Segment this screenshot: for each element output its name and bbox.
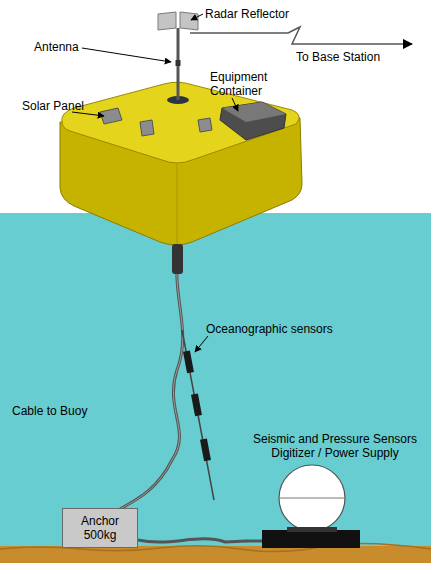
sea-water (0, 213, 431, 549)
mooring-shackle (172, 244, 183, 274)
dome-ring (287, 527, 337, 532)
cable-end (246, 540, 264, 543)
anchor-block: Anchor 500kg (62, 508, 138, 548)
part-label: Radar Reflector (205, 7, 315, 21)
seafloor-sensor-package: Seismic and Pressure Sensors Digitizer /… (247, 432, 423, 550)
radio-link (190, 27, 412, 44)
seabed-cable (138, 539, 247, 542)
sensor-dome (279, 465, 345, 531)
equipment-container (220, 102, 286, 140)
antenna-mast (177, 28, 180, 100)
part-label: Antenna (34, 40, 94, 54)
leader-line (195, 336, 208, 352)
sensor-frame (262, 530, 360, 548)
dome-seam (279, 498, 345, 499)
node-label: Anchor 500kg (75, 514, 125, 542)
leader-line (191, 14, 203, 20)
oceanographic-sensor (200, 438, 211, 461)
solar-panel (140, 120, 154, 136)
seabed (0, 546, 431, 563)
leader-line (232, 98, 238, 111)
radar-reflector (180, 12, 198, 30)
node-heading: Seismic and Pressure Sensors Digitizer /… (247, 432, 423, 460)
oceanographic-sensor (191, 393, 202, 416)
part-label: To Base Station (296, 50, 406, 64)
oceanographic-sensor (183, 350, 194, 373)
sensor-string (182, 330, 214, 500)
equipment-container-lid (222, 102, 286, 122)
part-label: Oceanographic sensors (206, 322, 366, 336)
buoy-seam (177, 164, 178, 246)
antenna-joint (176, 60, 181, 66)
radar-reflector (158, 12, 176, 30)
mooring-cable-highlight (120, 252, 183, 509)
part-label: Solar Panel (22, 99, 102, 113)
buoy-deck (62, 82, 299, 163)
part-label: Cable to Buoy (12, 404, 112, 418)
leader-line (82, 48, 171, 62)
solar-panel (198, 118, 212, 132)
part-label: Equipment Container (210, 70, 282, 98)
mooring-cable (120, 252, 183, 509)
